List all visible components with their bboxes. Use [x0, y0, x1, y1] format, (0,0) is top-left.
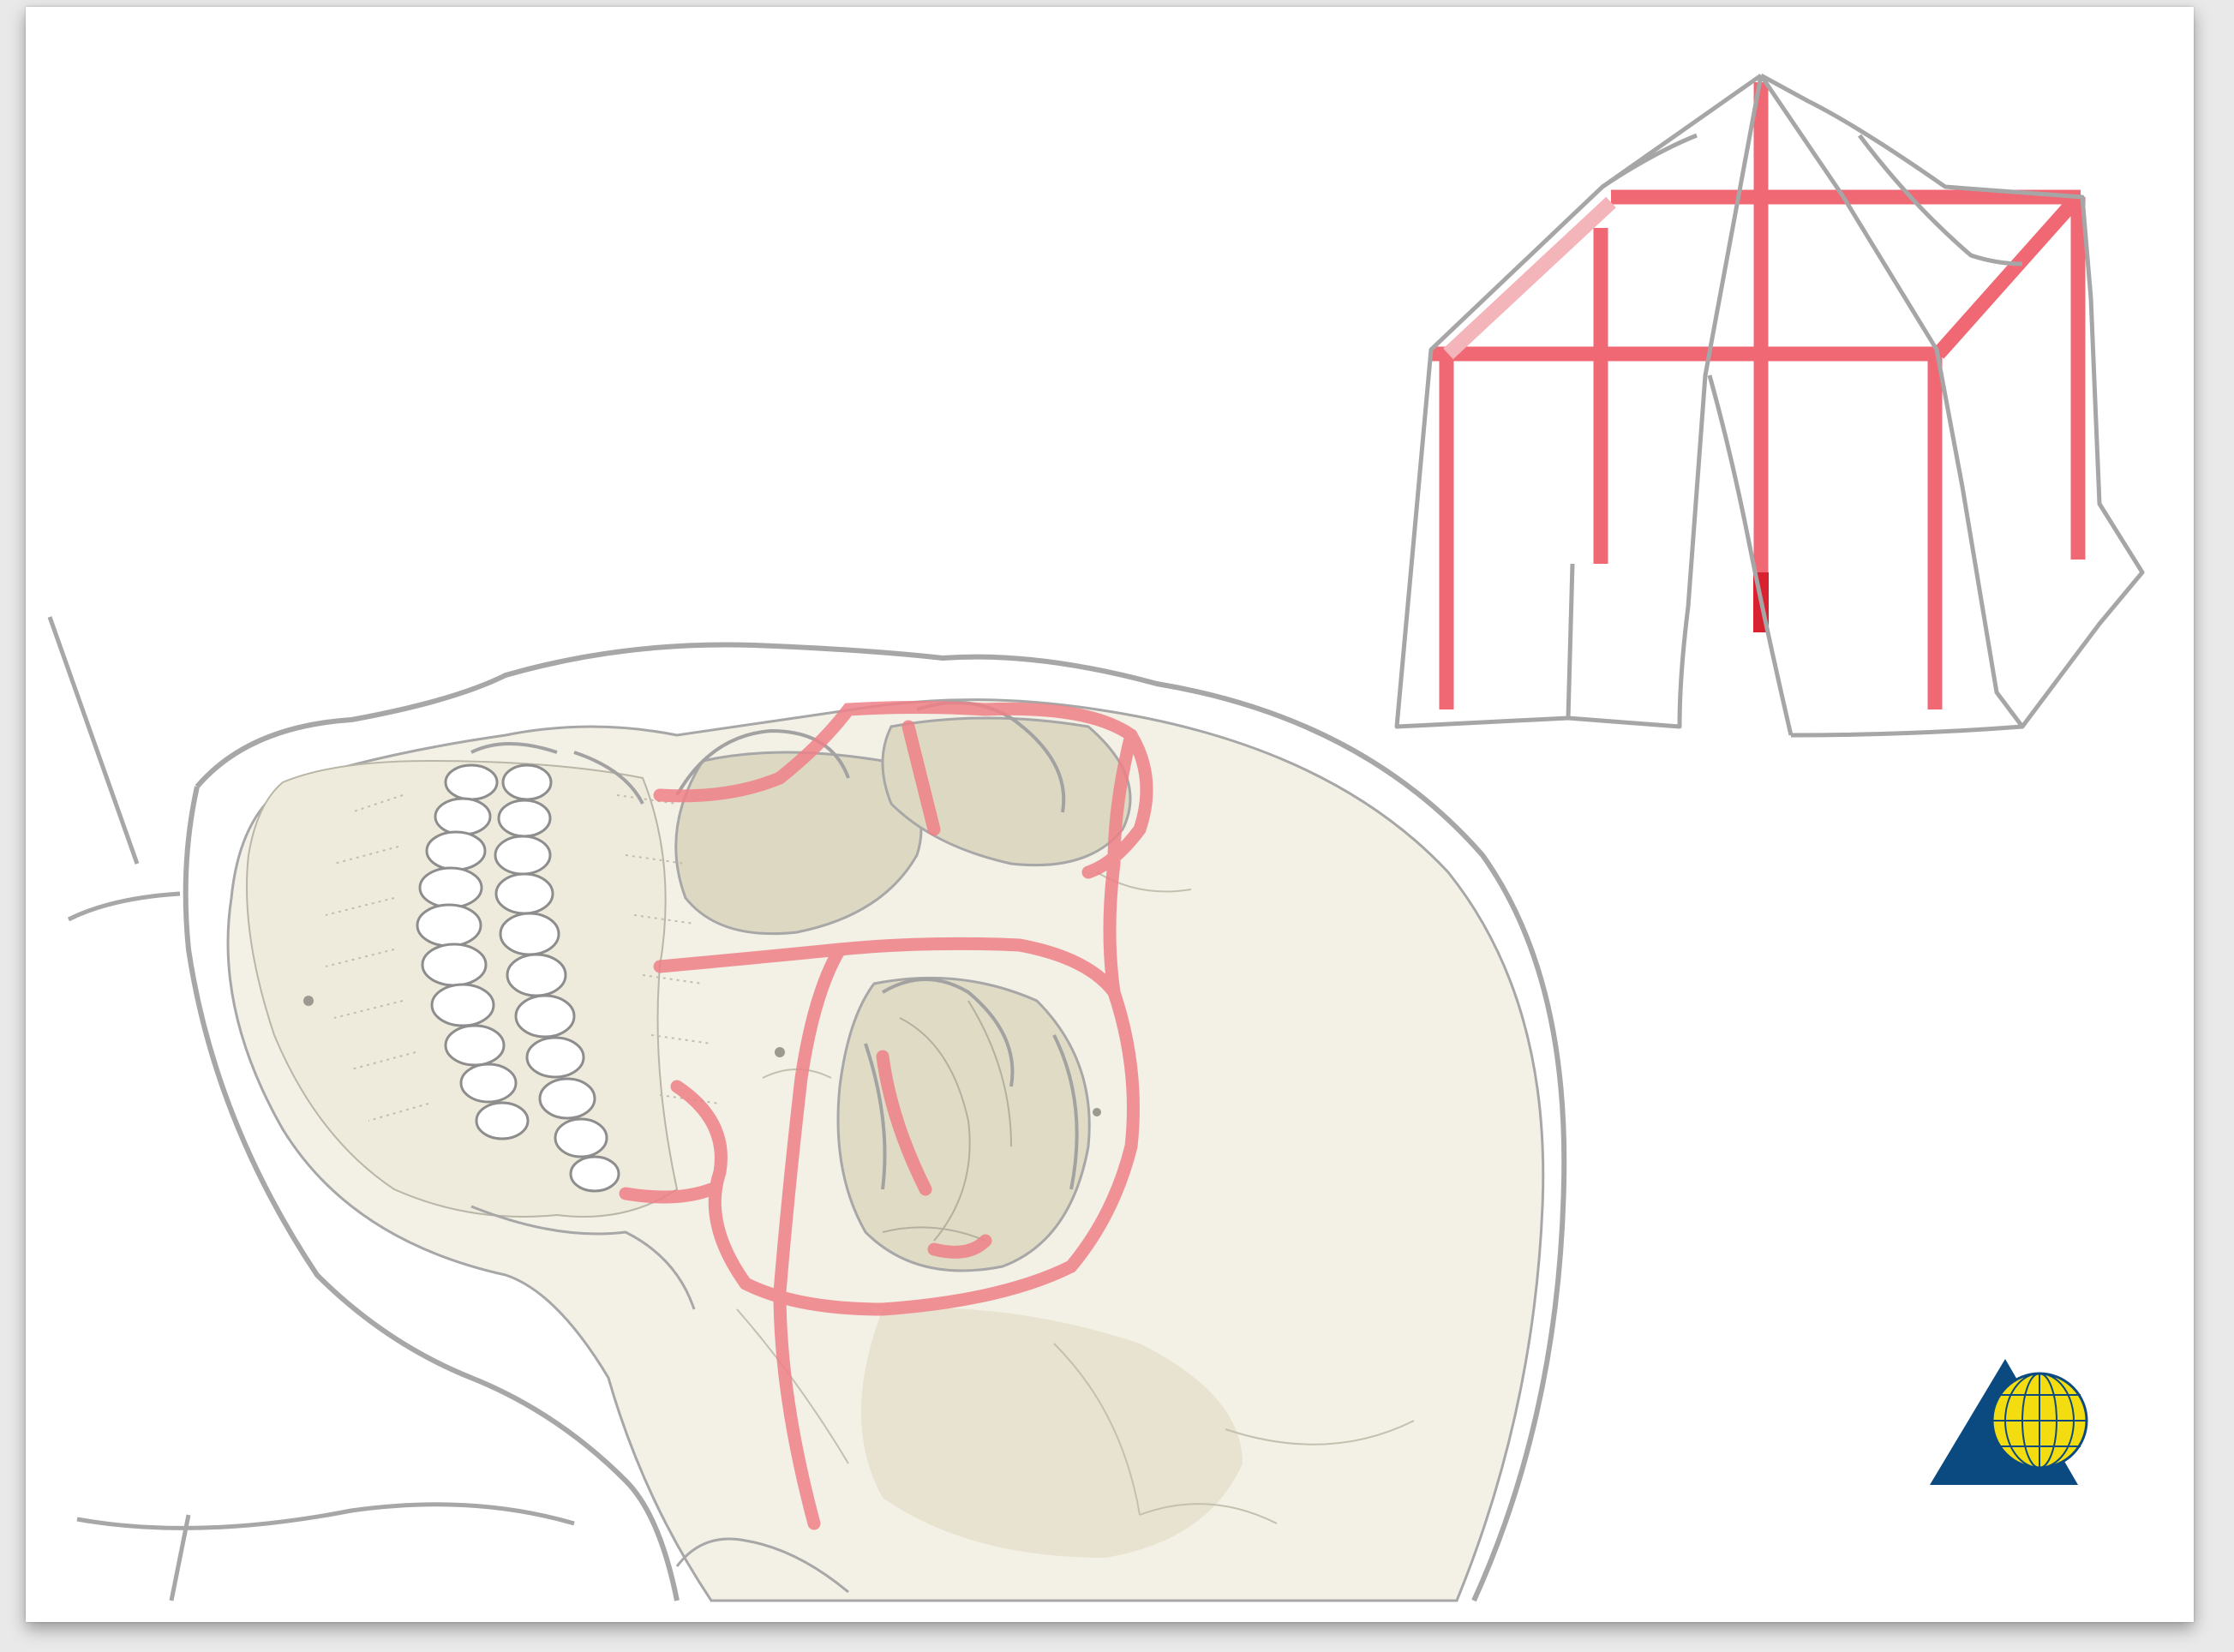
foramen-3 [1093, 1108, 1101, 1116]
shoulder-outline-left [50, 617, 180, 919]
tent-frame-faded [1448, 202, 1611, 354]
diagram-canvas [26, 7, 2194, 1622]
logo-globe-icon [1930, 1359, 2087, 1485]
tent-icon [1397, 75, 2142, 735]
skull-icon [50, 617, 1564, 1601]
orbit-lower [838, 978, 1089, 1271]
tent-canvas [1397, 75, 2142, 735]
foramen-2 [775, 1047, 785, 1057]
foramen-1 [303, 996, 314, 1006]
figure-card [26, 7, 2194, 1622]
shoulder-outline-bottom [77, 1505, 574, 1601]
